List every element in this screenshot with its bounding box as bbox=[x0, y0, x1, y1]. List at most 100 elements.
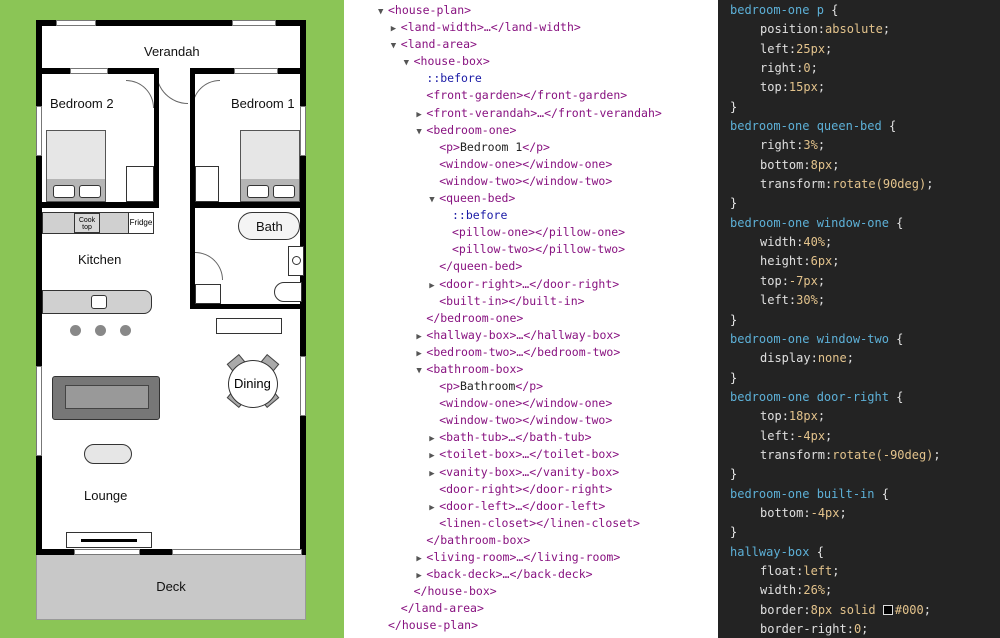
css-semicolon: ; bbox=[825, 428, 833, 443]
dom-tree-node[interactable]: ▶<living-room>…</living-room> bbox=[344, 549, 718, 566]
css-property: left bbox=[760, 293, 789, 308]
css-declaration[interactable]: right:3%; bbox=[718, 136, 1000, 155]
dom-tree-node[interactable]: ▼<land-area> bbox=[344, 36, 718, 53]
css-declaration[interactable]: bottom:-4px; bbox=[718, 504, 1000, 523]
css-selector[interactable]: hallway-box bbox=[730, 544, 810, 559]
dom-tree-node[interactable]: <built-in></built-in> bbox=[344, 293, 718, 310]
css-declaration[interactable]: transform:rotate(-90deg); bbox=[718, 446, 1000, 465]
dom-tree-node[interactable]: ▶<door-right>…</door-right> bbox=[344, 276, 718, 293]
dom-tree-node[interactable]: <window-two></window-two> bbox=[344, 173, 718, 190]
collapse-triangle-icon[interactable]: ▶ bbox=[429, 502, 435, 513]
dom-tree-node-text: ::before bbox=[426, 71, 482, 86]
dom-tree-node[interactable]: ▶<front-verandah>…</front-verandah> bbox=[344, 105, 718, 122]
css-declaration[interactable]: transform:rotate(90deg); bbox=[718, 175, 1000, 194]
css-declaration[interactable]: position:absolute; bbox=[718, 20, 1000, 39]
dom-tree-node[interactable]: </house-box> bbox=[344, 583, 718, 600]
dom-tree-node[interactable]: ▶<bath-tub>…</bath-tub> bbox=[344, 429, 718, 446]
collapse-triangle-icon[interactable]: ▶ bbox=[416, 571, 422, 582]
css-declaration[interactable]: border-right:0; bbox=[718, 620, 1000, 638]
dom-tree-node[interactable]: </land-area> bbox=[344, 600, 718, 617]
dom-tree-node[interactable]: </queen-bed> bbox=[344, 258, 718, 275]
css-declaration[interactable]: border:8px solid #000; bbox=[718, 601, 1000, 620]
dom-tree-node[interactable]: ▶<hallway-box>…</hallway-box> bbox=[344, 327, 718, 344]
dom-tree-node[interactable]: ▶<door-left>…</door-left> bbox=[344, 498, 718, 515]
dom-tree-node[interactable]: ▼<house-plan> bbox=[344, 2, 718, 19]
expand-triangle-icon[interactable]: ▼ bbox=[416, 126, 422, 137]
dom-tree-node[interactable]: ▶<vanity-box>…</vanity-box> bbox=[344, 464, 718, 481]
dom-tree-node-text: <window-two></window-two> bbox=[439, 413, 613, 428]
dom-tree-node[interactable]: ::before bbox=[344, 207, 718, 224]
css-selector[interactable]: bedroom-one built-in bbox=[730, 486, 875, 501]
collapse-triangle-icon[interactable]: ▶ bbox=[416, 348, 422, 359]
css-value: 30% bbox=[796, 293, 818, 308]
dom-tree-node[interactable]: ::before bbox=[344, 70, 718, 87]
bedroom1-built-in bbox=[195, 166, 219, 202]
collapse-triangle-icon[interactable]: ▶ bbox=[416, 554, 422, 564]
expand-triangle-icon[interactable]: ▼ bbox=[429, 195, 435, 206]
css-declaration[interactable]: top:15px; bbox=[718, 78, 1000, 97]
collapse-triangle-icon[interactable]: ▶ bbox=[416, 331, 422, 342]
css-declaration[interactable]: width:26%; bbox=[718, 581, 1000, 600]
expand-triangle-icon[interactable]: ▼ bbox=[416, 365, 422, 376]
dom-tree-node[interactable]: ▼<queen-bed> bbox=[344, 190, 718, 207]
css-property: border bbox=[760, 602, 804, 617]
collapse-triangle-icon[interactable]: ▶ bbox=[429, 280, 435, 291]
dom-tree-node[interactable]: ▼<house-box> bbox=[344, 53, 718, 70]
css-property: top bbox=[760, 273, 782, 288]
css-property: height bbox=[760, 254, 804, 269]
css-declaration[interactable]: float:left; bbox=[718, 562, 1000, 581]
css-selector[interactable]: bedroom-one door-right bbox=[730, 389, 889, 404]
bedroom1-window bbox=[234, 68, 278, 74]
css-declaration[interactable]: left:30%; bbox=[718, 291, 1000, 310]
expand-triangle-icon[interactable]: ▼ bbox=[378, 7, 384, 17]
css-selector[interactable]: bedroom-one window-two bbox=[730, 331, 889, 346]
sideboard bbox=[216, 318, 282, 334]
dom-tree-node-text: <p>Bedroom 1</p> bbox=[439, 139, 550, 154]
css-selector[interactable]: bedroom-one queen-bed bbox=[730, 119, 882, 134]
css-property: width bbox=[760, 235, 797, 250]
dom-tree-node[interactable]: <window-one></window-one> bbox=[344, 156, 718, 173]
css-declaration[interactable]: left:-4px; bbox=[718, 427, 1000, 446]
css-declaration[interactable]: left:25px; bbox=[718, 40, 1000, 59]
css-value: -7px bbox=[788, 273, 818, 288]
dom-tree-node[interactable]: ▶<toilet-box>…</toilet-box> bbox=[344, 446, 718, 463]
dom-tree-node[interactable]: ▼<bathroom-box> bbox=[344, 361, 718, 378]
dom-tree-node[interactable]: <linen-closet></linen-closet> bbox=[344, 515, 718, 532]
collapse-triangle-icon[interactable]: ▶ bbox=[429, 468, 435, 479]
collapse-triangle-icon[interactable]: ▶ bbox=[429, 434, 435, 445]
css-semicolon: ; bbox=[825, 235, 833, 250]
css-selector[interactable]: bedroom-one window-one bbox=[730, 215, 889, 230]
css-selector[interactable]: bedroom-one p bbox=[730, 3, 824, 17]
css-colon: : bbox=[796, 583, 804, 598]
css-colon: : bbox=[825, 177, 833, 192]
dom-tree-node[interactable]: <pillow-two></pillow-two> bbox=[344, 241, 718, 258]
dom-tree-node[interactable]: </bedroom-one> bbox=[344, 310, 718, 327]
css-declaration[interactable]: right:0; bbox=[718, 59, 1000, 78]
css-declaration[interactable]: width:40%; bbox=[718, 233, 1000, 252]
dom-tree-node[interactable]: ▼<bedroom-one> bbox=[344, 122, 718, 139]
dom-tree-node[interactable]: <p>Bathroom</p> bbox=[344, 378, 718, 395]
dom-tree-node[interactable]: ▶<back-deck>…</back-deck> bbox=[344, 566, 718, 583]
collapse-triangle-icon[interactable]: ▶ bbox=[390, 24, 397, 35]
css-declaration[interactable]: bottom:8px; bbox=[718, 156, 1000, 175]
css-declaration[interactable]: height:6px; bbox=[718, 252, 1000, 271]
expand-triangle-icon[interactable]: ▼ bbox=[403, 58, 410, 69]
dom-tree-node[interactable]: <p>Bedroom 1</p> bbox=[344, 139, 718, 156]
css-value: 25px bbox=[796, 41, 826, 56]
css-declaration[interactable]: top:18px; bbox=[718, 407, 1000, 426]
dom-tree-node[interactable]: </house-plan> bbox=[344, 617, 718, 634]
dom-tree-node[interactable]: </bathroom-box> bbox=[344, 532, 718, 549]
css-declaration[interactable]: top:-7px; bbox=[718, 272, 1000, 291]
expand-triangle-icon[interactable]: ▼ bbox=[390, 41, 397, 52]
css-semicolon: ; bbox=[861, 622, 869, 636]
collapse-triangle-icon[interactable]: ▶ bbox=[416, 109, 422, 120]
collapse-triangle-icon[interactable]: ▶ bbox=[429, 451, 435, 462]
dom-tree-node[interactable]: <door-right></door-right> bbox=[344, 481, 718, 498]
dom-tree-node[interactable]: ▶<bedroom-two>…</bedroom-two> bbox=[344, 344, 718, 361]
dom-tree-node[interactable]: <front-garden></front-garden> bbox=[344, 87, 718, 104]
dom-tree-node[interactable]: ▶<land-width>…</land-width> bbox=[344, 19, 718, 36]
dom-tree-node[interactable]: <window-one></window-one> bbox=[344, 395, 718, 412]
dom-tree-node[interactable]: <window-two></window-two> bbox=[344, 412, 718, 429]
css-declaration[interactable]: display:none; bbox=[718, 349, 1000, 368]
dom-tree-node[interactable]: <pillow-one></pillow-one> bbox=[344, 224, 718, 241]
